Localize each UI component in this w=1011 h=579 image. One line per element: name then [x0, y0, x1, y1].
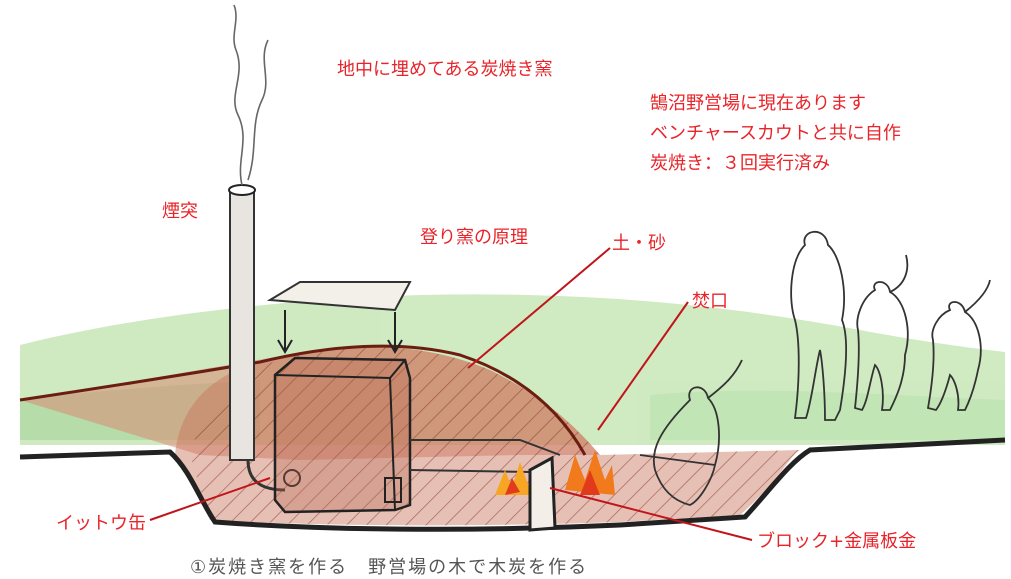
note-runs: 炭焼き：３回実行済み	[650, 153, 830, 174]
label-firebox: 焚口	[692, 291, 728, 312]
block-sheet	[528, 455, 557, 532]
label-soil-sand: 土・砂	[612, 233, 666, 254]
label-climbing-kiln-principle: 登り窯の原理	[420, 227, 528, 248]
chimney	[228, 184, 301, 492]
soil-mound	[20, 346, 800, 526]
label-chimney: 煙突	[162, 201, 198, 222]
diagram-title: 地中に埋めてある炭焼き窯	[337, 59, 553, 80]
smoke	[233, 4, 269, 186]
people-sketch	[639, 230, 991, 506]
diagram-caption: ①炭焼き窯を作る 野営場の木で木炭を作る	[190, 557, 589, 578]
note-venture-scouts: ベンチャースカウトと共に自作	[650, 123, 901, 144]
leader-lines	[149, 247, 753, 541]
label-block-metal-sheet: ブロック+金属板金	[757, 531, 917, 552]
fire-flames	[495, 450, 615, 495]
mound-outline	[19, 344, 587, 456]
ground-line	[19, 437, 1006, 532]
lid-plate	[266, 281, 412, 354]
can-kiln-box	[273, 356, 412, 514]
note-location: 鵠沼野営場に現在あります	[650, 93, 866, 114]
label-ittou-can: イットウ缶	[56, 513, 146, 534]
